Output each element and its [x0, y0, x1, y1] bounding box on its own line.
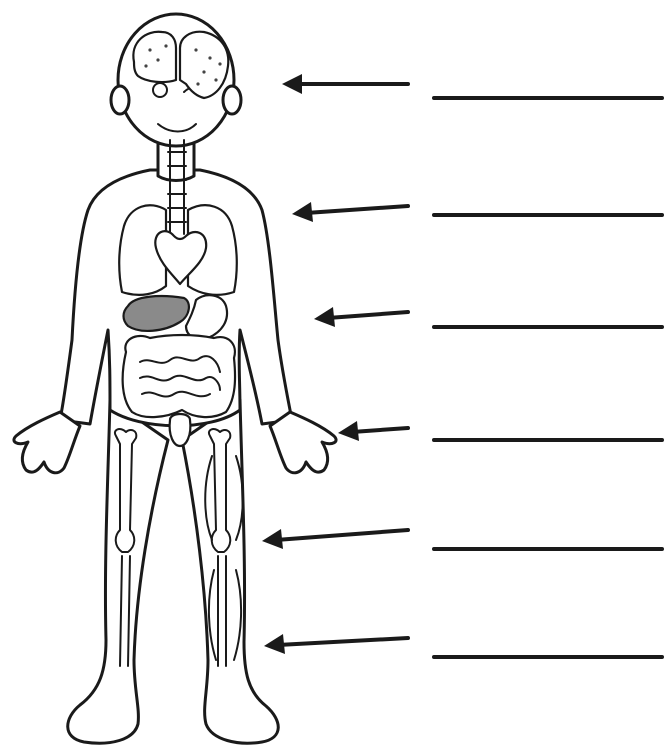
- bladder: [170, 414, 191, 446]
- arrow-stomach: [314, 307, 408, 327]
- left-leg: [68, 400, 168, 743]
- brain-left-hemisphere: [133, 32, 176, 82]
- arrow-bones: [262, 529, 408, 549]
- left-hand: [14, 412, 80, 473]
- right-ear: [223, 86, 241, 114]
- right-leg: [182, 400, 278, 743]
- arrow-lungs: [292, 202, 408, 222]
- arrow-muscles: [264, 634, 408, 654]
- answer-blanks: [434, 98, 662, 657]
- pointer-arrows: [262, 74, 408, 654]
- arrow-intestines: [338, 421, 408, 441]
- right-hand: [270, 412, 336, 473]
- arrow-brain: [282, 74, 408, 94]
- left-ear: [111, 86, 129, 114]
